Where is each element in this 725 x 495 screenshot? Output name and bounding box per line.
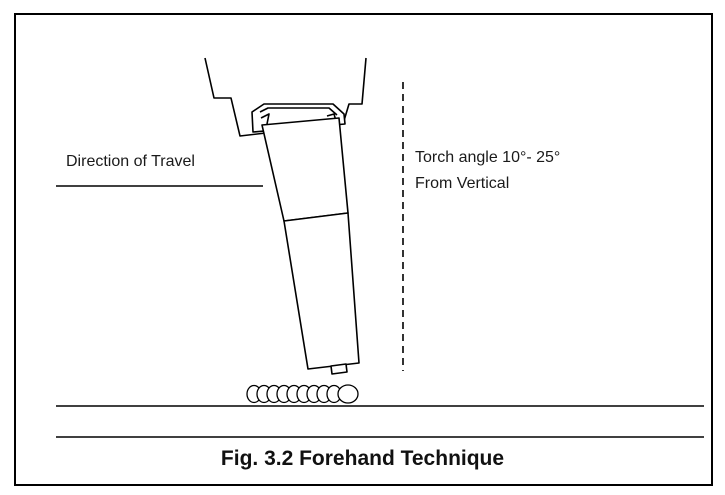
weld-bead-icon [246, 384, 359, 404]
figure-frame [14, 13, 713, 486]
welding-torch-icon [204, 57, 367, 375]
from-vertical-label: From Vertical [415, 175, 510, 192]
torch-angle-label: Torch angle 10°- 25° [415, 149, 561, 166]
figure-caption: Fig. 3.2 Forehand Technique [220, 447, 505, 470]
direction-of-travel-label: Direction of Travel [66, 153, 195, 170]
